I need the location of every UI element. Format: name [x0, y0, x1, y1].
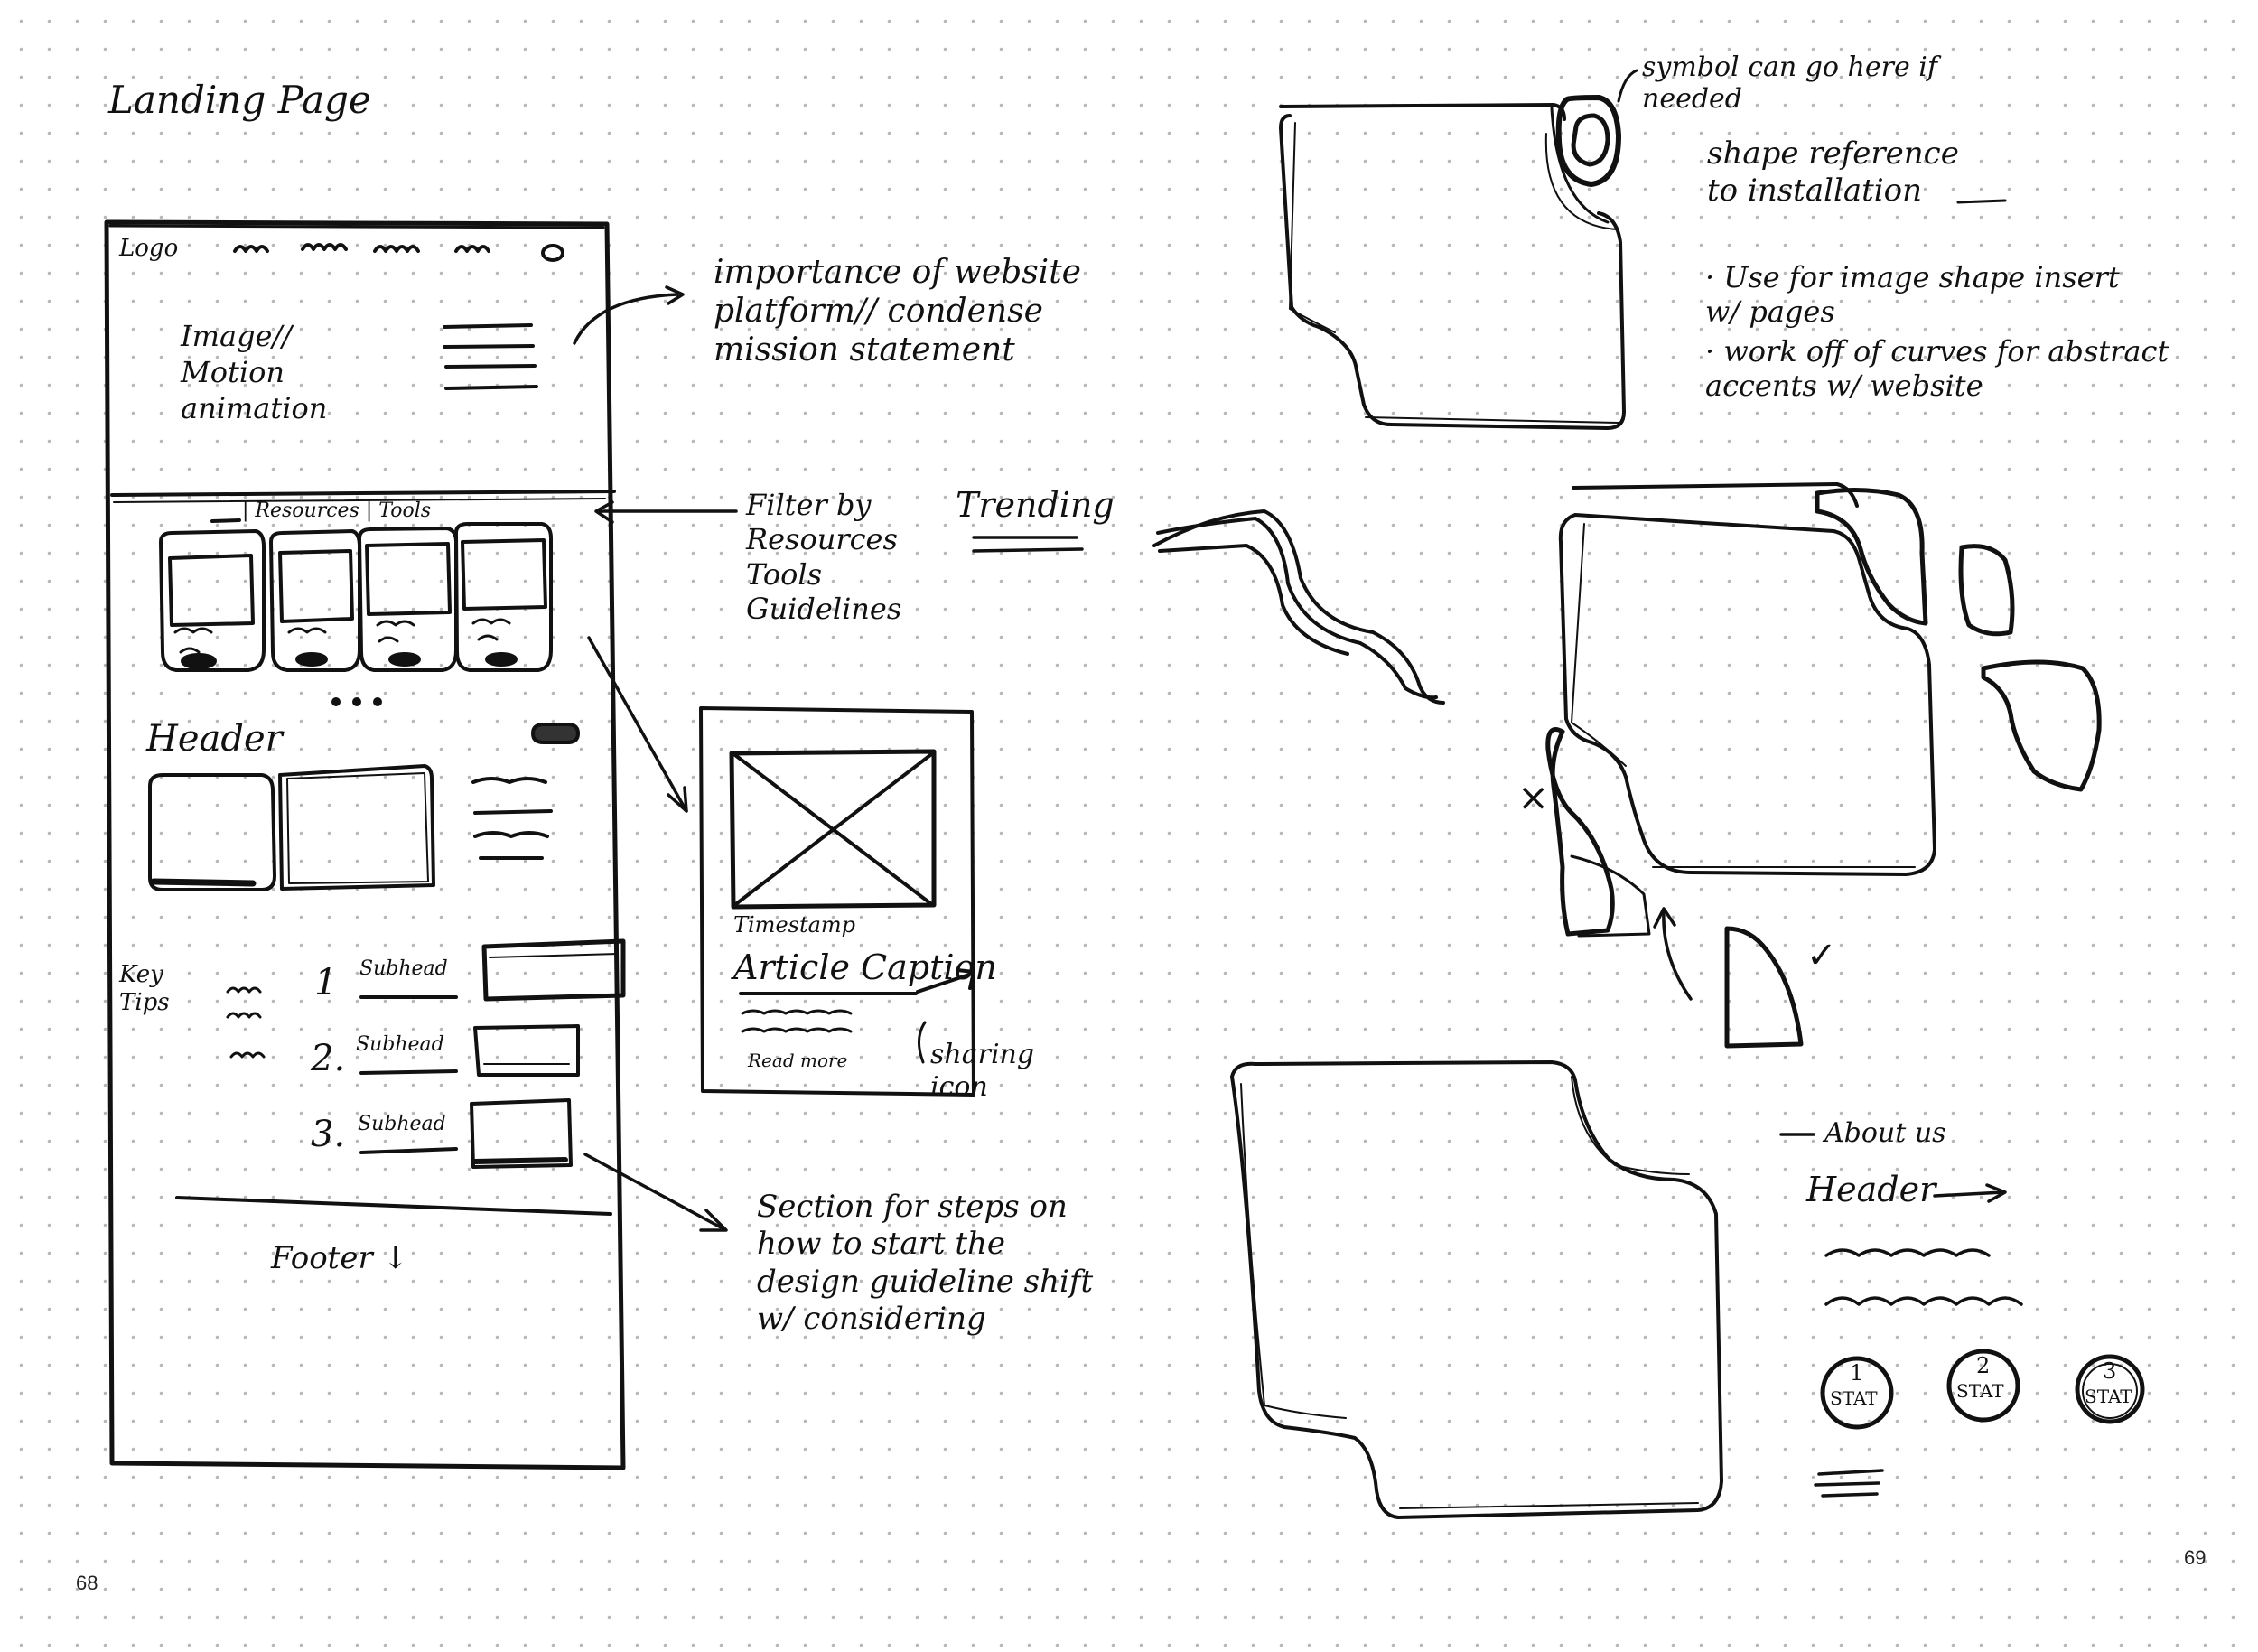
resources-tab-label: | Resources | Tools: [242, 499, 432, 522]
stat-3-label: STAT: [2085, 1386, 2132, 1407]
stat-2-label: STAT: [1956, 1380, 2004, 1402]
small-tab-shape: [1724, 926, 1804, 1049]
article-timestamp: Timestamp: [733, 912, 856, 938]
tips-squiggles: [226, 986, 266, 1059]
page-number-right: 69: [2184, 1546, 2207, 1569]
note-sharing-icon: sharing icon: [930, 1039, 1035, 1103]
note-shape-reference: shape reference to installation: [1707, 135, 1959, 209]
nav-squiggles: [233, 243, 564, 262]
shape-bottom: [1230, 1060, 1723, 1519]
header-text-lines: [471, 777, 553, 860]
stat-circles: [1820, 1349, 2145, 1430]
stat-3-number: 3: [2103, 1358, 2117, 1384]
header-label: Header: [146, 718, 283, 760]
wave-accent: [1152, 509, 1445, 705]
step-3-label: Subhead: [358, 1113, 446, 1135]
note-trending: Trending: [956, 485, 1115, 525]
step-boxes: [359, 938, 626, 1169]
note-work-off: · work off of curves for abstract accent…: [1705, 334, 2169, 404]
step-1-number: 1: [314, 962, 338, 1003]
stat-2-number: 2: [1976, 1353, 1991, 1378]
note-filter-by: Filter by Resources Tools Guidelines: [746, 488, 902, 627]
article-card: [699, 706, 975, 1097]
note-steps-section: Section for steps on how to start the de…: [757, 1189, 1094, 1338]
pointer-arrow: [1653, 907, 1693, 1001]
corner-bottom-left-2: [1570, 854, 1651, 938]
corner-bottom-left: [1545, 727, 1615, 937]
step-2-number: 2.: [311, 1038, 346, 1079]
annotation-arrows-left: [573, 285, 738, 1232]
reject-mark: ×: [1517, 775, 1550, 819]
symbol-mark: [1555, 69, 1638, 187]
page-title: Landing Page: [108, 78, 371, 122]
footer-label: Footer ↓: [271, 1240, 409, 1276]
step-1-label: Subhead: [359, 957, 448, 980]
note-use-for: · Use for image shape insert w/ pages: [1705, 260, 2120, 330]
droplet-shape: [1981, 659, 2102, 792]
hero-media-label: Image// Motion animation: [181, 319, 328, 425]
step-3-number: 3.: [311, 1114, 346, 1155]
toggle-pill: [531, 723, 580, 744]
note-symbol: symbol can go here if needed: [1642, 51, 1937, 115]
approve-mark: ✓: [1806, 935, 1837, 976]
article-caption: Article Caption: [733, 947, 997, 987]
note-importance: importance of website platform// condens…: [714, 254, 1081, 369]
logo-label: Logo: [119, 235, 179, 262]
about-us-label: About us: [1824, 1117, 1946, 1149]
stat-1-label: STAT: [1830, 1387, 1878, 1409]
shape-middle: [1558, 482, 1936, 876]
page-number-left: 68: [76, 1572, 98, 1594]
pagination-dots: [331, 697, 382, 706]
header-images: [148, 764, 435, 891]
tab-small: [1958, 544, 2015, 637]
about-decor: [1779, 1133, 2023, 1498]
key-tips-label: Key Tips: [119, 961, 170, 1017]
trending-underlines: [972, 536, 1084, 553]
stat-1-number: 1: [1850, 1360, 1864, 1386]
shape-top: [1279, 103, 1626, 430]
resource-cards: [159, 522, 553, 672]
shape-ref-arrow: [1956, 199, 2007, 204]
corner-top-right: [1815, 487, 1928, 626]
wireframe-frame: [104, 219, 626, 1470]
hero-divider: [110, 490, 616, 497]
step-2-label: Subhead: [356, 1033, 444, 1056]
hero-text-lines: [443, 323, 538, 390]
article-read-more: Read more: [748, 1050, 848, 1071]
footer-divider: [175, 1196, 612, 1216]
about-header-label: Header: [1806, 1170, 1936, 1209]
